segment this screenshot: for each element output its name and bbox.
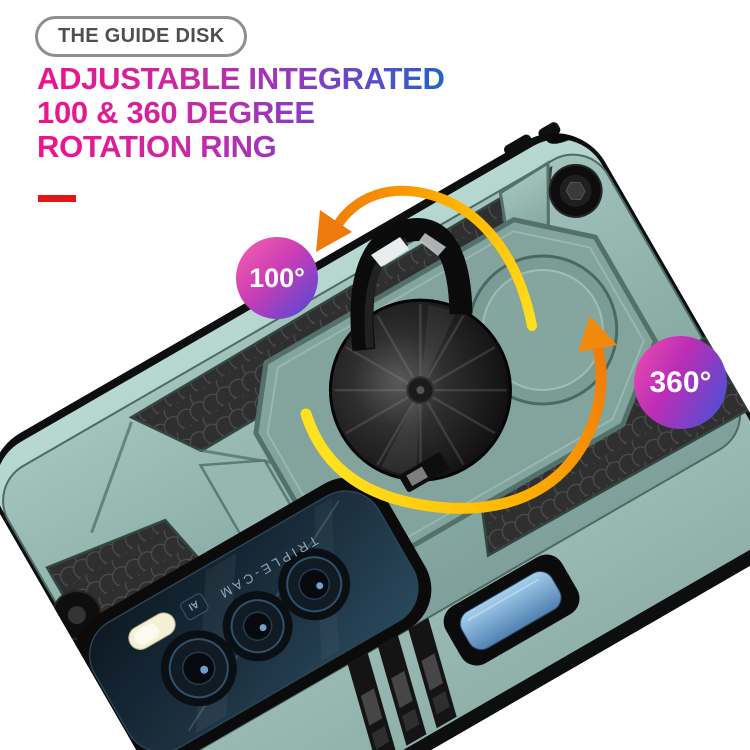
arrow-head-icon <box>578 316 617 352</box>
side-button <box>443 554 580 666</box>
angle-badge-100: 100° <box>236 237 318 319</box>
title-divider <box>38 195 76 202</box>
arch-metal-highlight <box>371 237 409 267</box>
angle-badge-360-label: 360° <box>649 365 712 399</box>
rotation-arrow-small <box>316 185 537 331</box>
vent-stripes <box>347 617 457 750</box>
ring-hinge <box>399 452 449 492</box>
page-title-line2: 100 & 360 DEGREE <box>37 95 315 130</box>
ring-recess-bevel <box>266 230 645 548</box>
arch-metal-glint <box>419 233 446 256</box>
page-title-line1: ADJUSTABLE INTEGRATED <box>37 61 445 96</box>
corner-screw <box>548 163 603 218</box>
camera-module: AI TRIPLE-CAM <box>74 477 432 750</box>
angle-badge-100-label: 100° <box>249 262 305 293</box>
rotation-arrow-large <box>300 316 617 514</box>
page-title: ADJUSTABLE INTEGRATED 100 & 360 DEGREE R… <box>37 62 445 164</box>
header-pill-label: THE GUIDE DISK <box>58 25 225 47</box>
camera-lens-2 <box>222 591 293 662</box>
camera-lens-3 <box>160 630 237 707</box>
header-pill: THE GUIDE DISK <box>35 16 248 57</box>
page-title-line3: ROTATION RING <box>37 129 277 164</box>
arrow-head-icon <box>316 210 352 252</box>
camera-flash <box>128 612 176 650</box>
ring-stand-arch <box>350 218 473 352</box>
camera-ai-chip: AI <box>180 593 209 620</box>
ring-disc <box>328 298 512 492</box>
angle-badge-360: 360° <box>634 336 727 429</box>
camera-lens-1 <box>278 548 351 621</box>
